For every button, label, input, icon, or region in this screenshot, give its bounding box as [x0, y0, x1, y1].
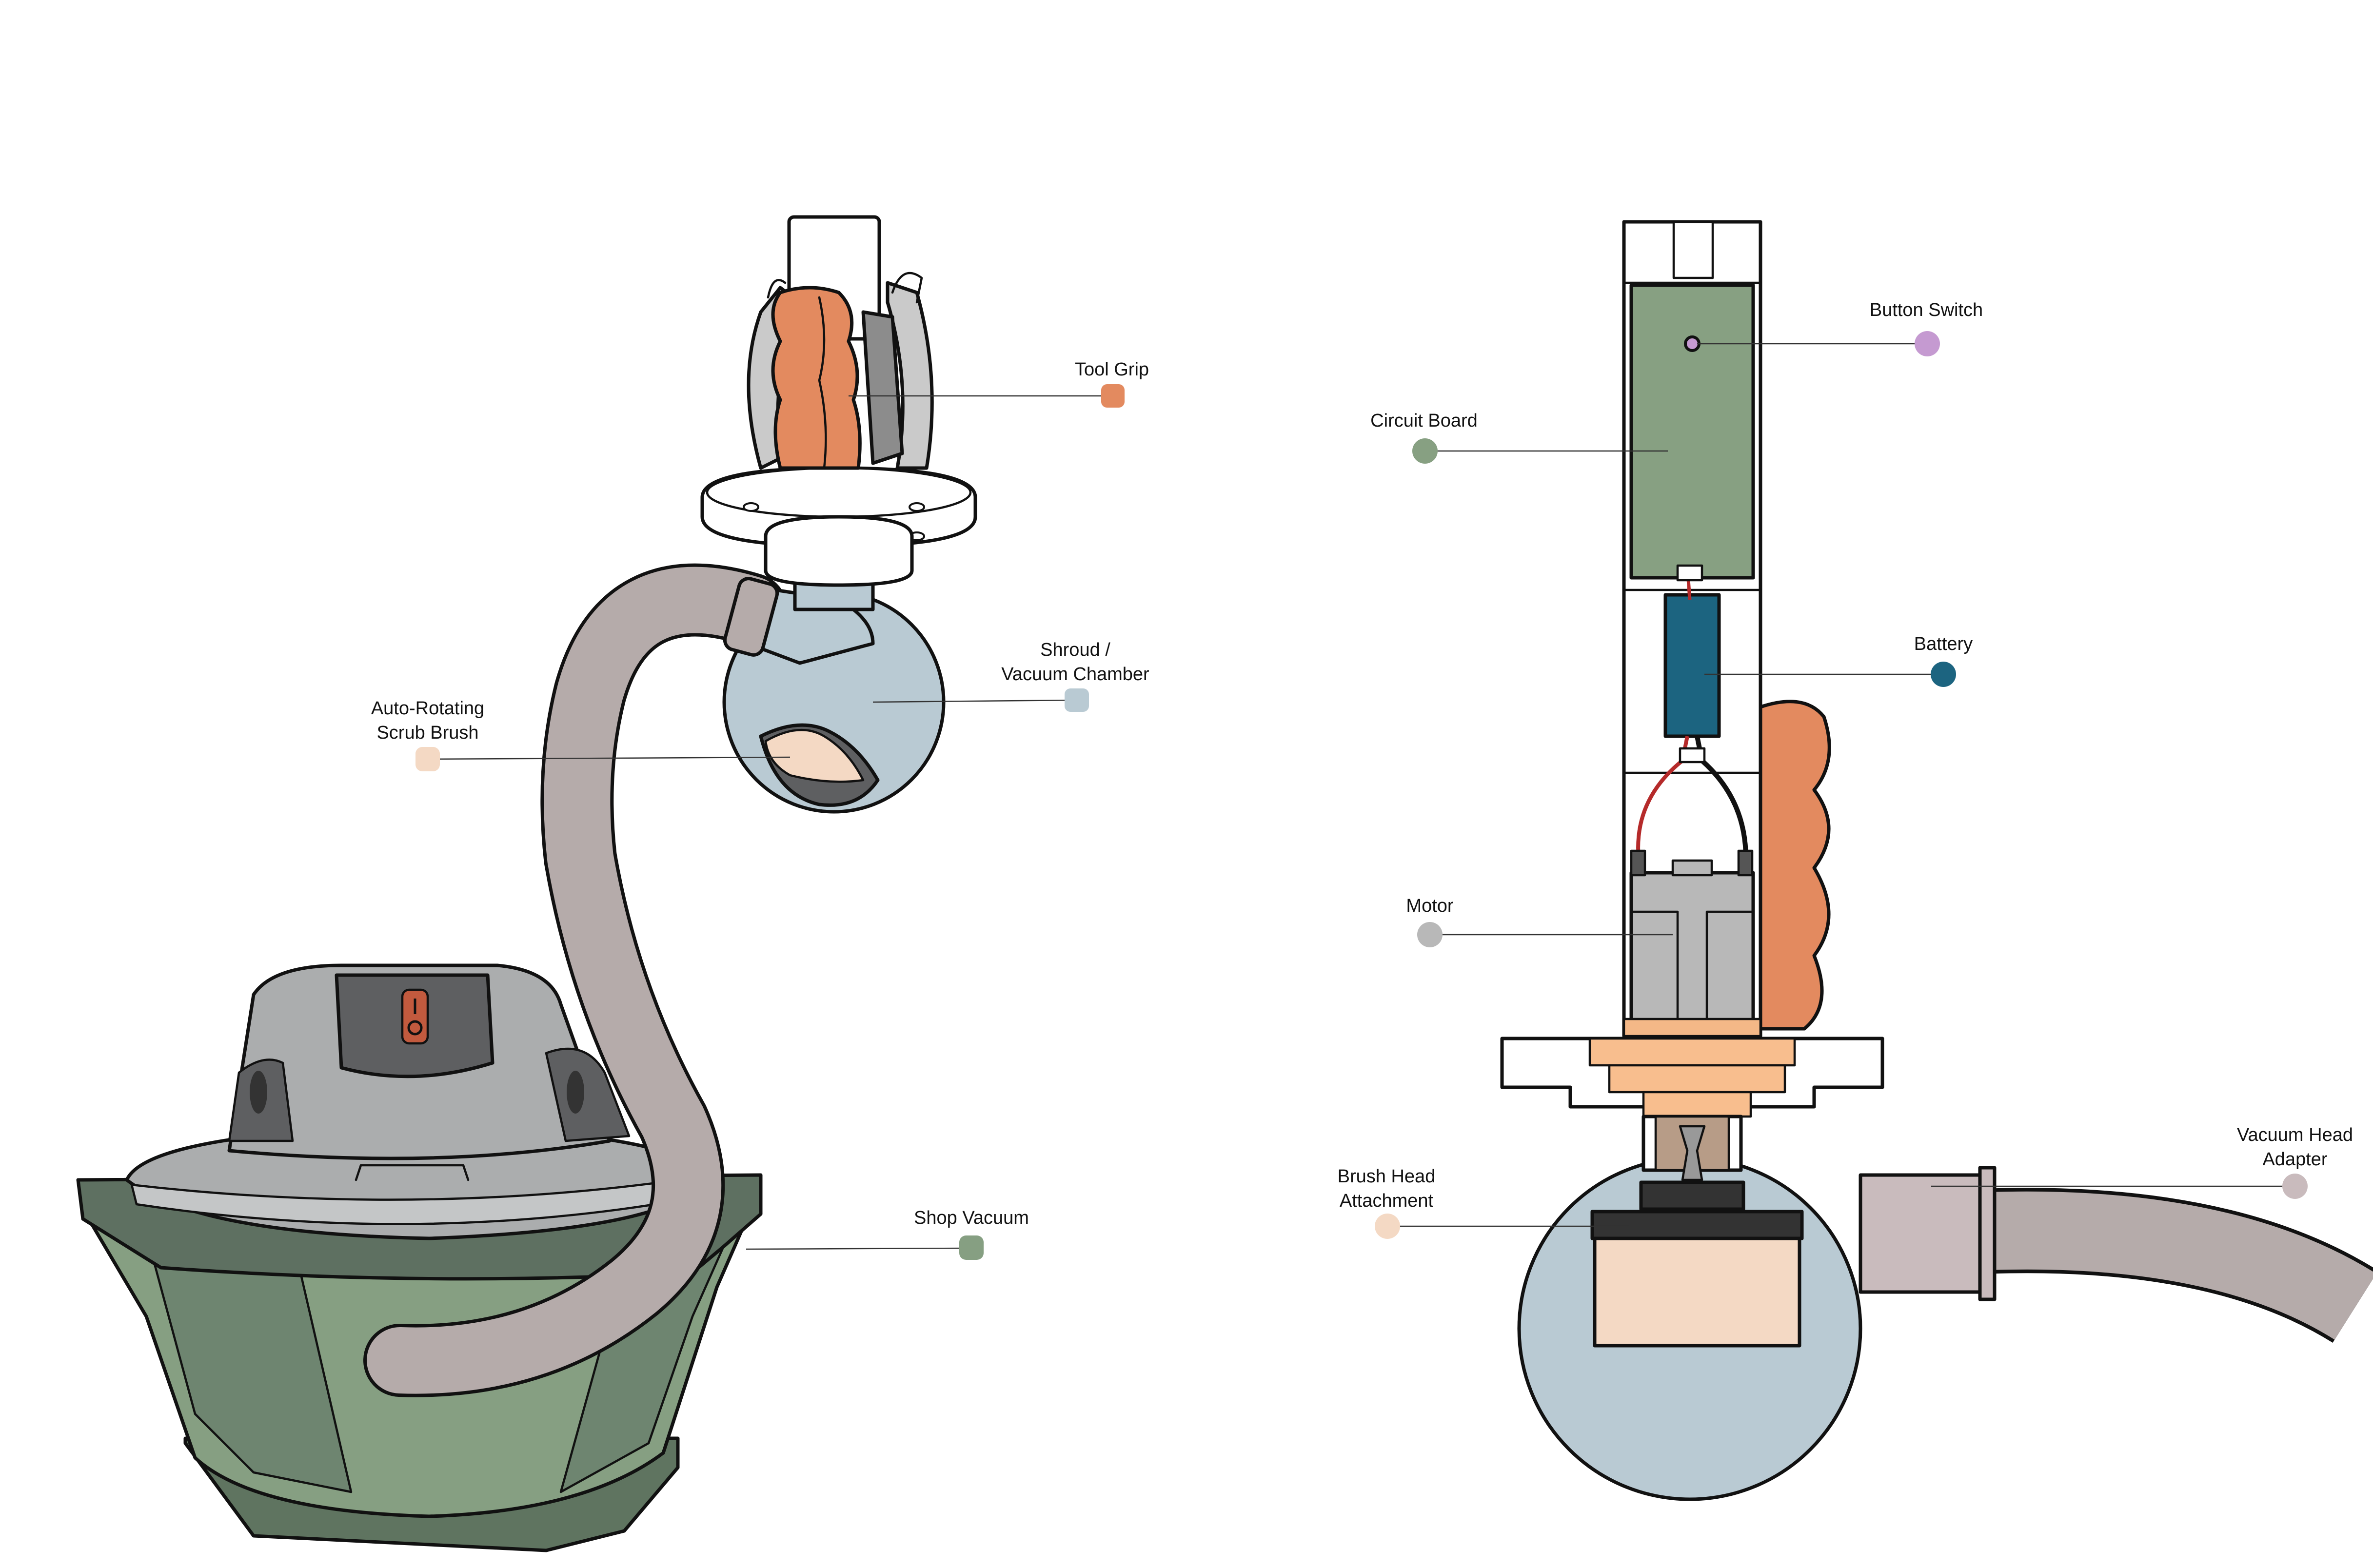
button-switch-dot [1684, 335, 1701, 352]
vacuum-head-side-right [545, 1047, 631, 1142]
label-battery: Battery [1914, 634, 1973, 654]
label-brush-head-line2: Attachment [1340, 1191, 1434, 1211]
flange-hole [909, 502, 925, 512]
shop-vacuum-marker [959, 1235, 984, 1260]
shaft-pin [1679, 1125, 1706, 1181]
motor-terminal [1737, 849, 1754, 877]
scrub-brush-pad [764, 728, 865, 783]
switch-slot [1672, 220, 1714, 279]
tool-strap-inner [861, 310, 904, 465]
motor-core [1630, 910, 1755, 1035]
label-button-switch: Button Switch [1870, 300, 1983, 320]
battery-marker [1931, 662, 1956, 687]
strap-ring-left [767, 279, 787, 299]
vacuum-hose [363, 563, 788, 1397]
label-shop-vacuum: Shop Vacuum [914, 1208, 1029, 1228]
adapter-marker [2282, 1174, 2308, 1199]
strap-ring-right [891, 272, 923, 304]
power-switch-ring [407, 1020, 423, 1036]
cross-section-illustration [1500, 220, 2373, 1501]
coupler-top [1588, 1037, 1796, 1067]
board-connector [1676, 564, 1703, 582]
vacuum-lid-handle [355, 1164, 470, 1181]
shop-vacuum-illustration [76, 963, 763, 1552]
vacuum-vent-left [250, 1071, 267, 1114]
flange-hole [743, 502, 759, 512]
coupler-middle [1608, 1064, 1786, 1094]
hose-fill [367, 567, 784, 1394]
adapter-collar [1978, 1166, 1997, 1301]
label-tool-grip: Tool Grip [1075, 359, 1149, 380]
brush-head-top [1590, 1210, 1804, 1240]
leader-shroud [872, 699, 1077, 703]
coupler-lower [1642, 1091, 1752, 1118]
battery-cell [1663, 593, 1721, 738]
callout-labels: Tool Grip Shroud / Vacuum Chamber Auto-R… [371, 300, 2353, 1228]
button-switch-marker [1915, 331, 1940, 356]
battery-wire-black [1695, 736, 1748, 859]
scrub-brush-marker [415, 747, 440, 771]
motor-marker [1417, 922, 1443, 947]
circuit-board-marker [1412, 438, 1438, 464]
brush-head-attachment [1593, 1236, 1801, 1348]
label-circuit-board: Circuit Board [1370, 411, 1478, 431]
leader-scrub-brush [427, 756, 791, 760]
tool-grip-marker [1101, 384, 1125, 408]
tool-strap-right [886, 281, 934, 470]
label-shroud-line1: Shroud / [1040, 640, 1110, 660]
label-shroud-line2: Vacuum Chamber [1001, 664, 1149, 685]
motor-terminal [1630, 849, 1646, 877]
label-adapter-line1: Vacuum Head [2237, 1125, 2353, 1145]
label-brush-head-line1: Brush Head [1338, 1166, 1436, 1187]
shroud-marker [1065, 688, 1089, 712]
tool-grip-ridge [818, 296, 827, 470]
hose-cuff [723, 577, 779, 657]
side-grip [1759, 700, 1831, 1031]
side-hose-fill [1988, 1191, 2373, 1340]
brush-head-marker [1375, 1214, 1400, 1239]
vacuum-head-adapter [1859, 1173, 1989, 1294]
label-brush-line2: Scrub Brush [376, 723, 478, 743]
motor-housing [1629, 871, 1755, 1036]
flange-collar [764, 515, 914, 587]
tool-grip [771, 286, 862, 470]
battery-connector [1679, 747, 1706, 764]
motor-base [1622, 1018, 1762, 1038]
vacuum-vent-right [567, 1071, 584, 1114]
circuit-board [1629, 283, 1755, 580]
label-brush-line1: Auto-Rotating [371, 698, 484, 719]
motor-cap [1671, 859, 1713, 877]
scrub-tool-illustration [700, 215, 977, 814]
brush-cap [1639, 1180, 1745, 1211]
leader-shop-vacuum [746, 1247, 972, 1250]
label-motor: Motor [1406, 896, 1453, 916]
callout-dots [415, 331, 2308, 1260]
callout-lines [427, 343, 2295, 1250]
battery-wire-red [1636, 736, 1689, 859]
label-adapter-line2: Adapter [2262, 1149, 2327, 1170]
